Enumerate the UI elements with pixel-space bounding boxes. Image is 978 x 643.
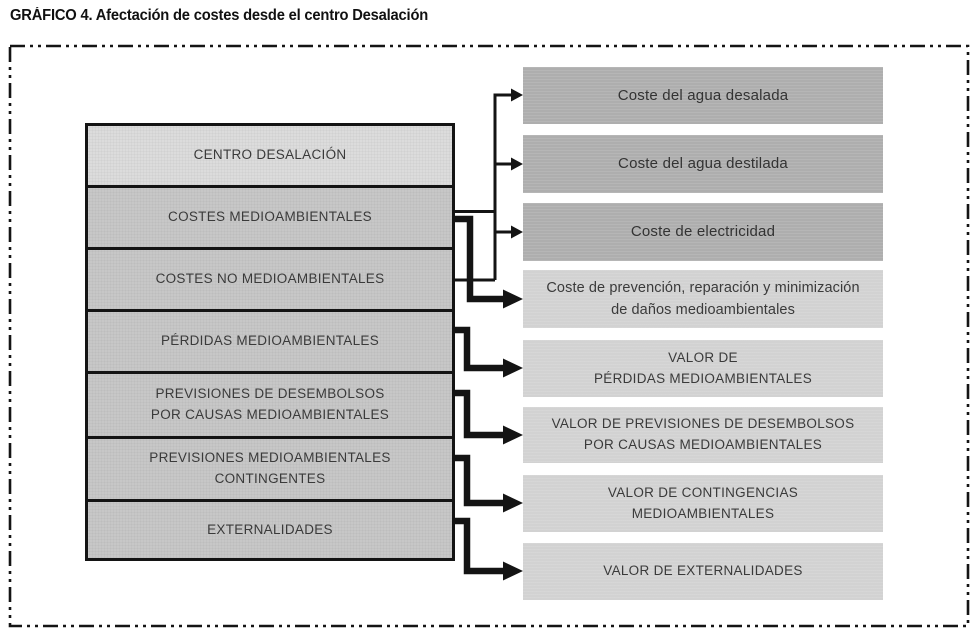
box-label: VALOR DE PÉRDIDAS MEDIOAMBIENTALES: [593, 349, 813, 386]
connector-trunk: [493, 93, 513, 280]
box-label: Coste de prevención, reparación y minimi…: [546, 279, 860, 318]
box-label: PREVISIONES MEDIOAMBIENTALES CONTINGENTE…: [149, 450, 391, 486]
box-valor-contingencias: VALOR DE CONTINGENCIAS MEDIOAMBIENTALES: [523, 475, 883, 532]
box-previsiones-contingentes: PREVISIONES MEDIOAMBIENTALES CONTINGENTE…: [85, 436, 455, 502]
connector-perdidas-to-valor-perdidas: [452, 326, 505, 372]
connector-desembolsos-to-valor-desembolsos: [452, 389, 505, 439]
box-costes-no-medioambientales: COSTES NO MEDIOAMBIENTALES: [85, 247, 455, 312]
box-externalidades: EXTERNALIDADES: [85, 499, 455, 561]
connector-costes-medioambientales-to-prevencion: [452, 215, 505, 303]
box-costes-medioambientales: COSTES MEDIOAMBIENTALES: [85, 185, 455, 250]
box-perdidas-medioambientales: PÉRDIDAS MEDIOAMBIENTALES: [85, 309, 455, 374]
box-label: COSTES NO MEDIOAMBIENTALES: [155, 271, 385, 287]
arrowhead-agua-destilada: [511, 157, 523, 171]
box-label: Coste del agua desalada: [617, 86, 789, 104]
box-label: VALOR DE PREVISIONES DE DESEMBOLSOS POR …: [551, 416, 855, 452]
box-coste-prevencion: Coste de prevención, reparación y minimi…: [523, 270, 883, 328]
diagram-border: [8, 44, 970, 628]
box-centro-desalacion: CENTRO DESALACIÓN: [85, 123, 455, 188]
box-coste-electricidad: Coste de electricidad: [523, 203, 883, 261]
arrowhead-valor-desembolsos: [503, 425, 523, 445]
connector-externalidades-to-valor-externalidades: [452, 517, 505, 575]
box-valor-previsiones-desembolsos: VALOR DE PREVISIONES DE DESEMBOLSOS POR …: [523, 407, 883, 463]
box-valor-perdidas: VALOR DE PÉRDIDAS MEDIOAMBIENTALES: [523, 340, 883, 397]
connector-contingentes-to-valor-contingencias: [452, 454, 505, 507]
box-label: CENTRO DESALACIÓN: [193, 147, 347, 163]
arrowhead-valor-perdidas: [503, 358, 523, 378]
box-label: COSTES MEDIOAMBIENTALES: [168, 209, 372, 225]
box-coste-agua-desalada: Coste del agua desalada: [523, 67, 883, 124]
arrowhead-valor-contingencias: [503, 493, 523, 513]
arrowhead-agua-desalada: [511, 88, 523, 102]
box-label: EXTERNALIDADES: [207, 521, 333, 537]
box-label: PÉRDIDAS MEDIOAMBIENTALES: [160, 333, 380, 349]
box-previsiones-desembolsos: PREVISIONES DE DESEMBOLSOS POR CAUSAS ME…: [85, 371, 455, 439]
box-label: Coste del agua destilada: [618, 155, 788, 173]
box-coste-agua-destilada: Coste del agua destilada: [523, 135, 883, 193]
box-valor-externalidades: VALOR DE EXTERNALIDADES: [523, 543, 883, 600]
arrowhead-prevencion: [503, 289, 523, 309]
box-label: Coste de electricidad: [630, 223, 776, 241]
arrowhead-electricidad: [511, 225, 523, 239]
box-label: VALOR DE CONTINGENCIAS MEDIOAMBIENTALES: [607, 484, 799, 521]
arrowhead-valor-externalidades: [503, 561, 523, 581]
box-label: PREVISIONES DE DESEMBOLSOS POR CAUSAS ME…: [150, 386, 390, 422]
box-label: VALOR DE EXTERNALIDADES: [603, 563, 803, 579]
figure-title: GRÁFICO 4. Afectación de costes desde el…: [10, 7, 429, 24]
